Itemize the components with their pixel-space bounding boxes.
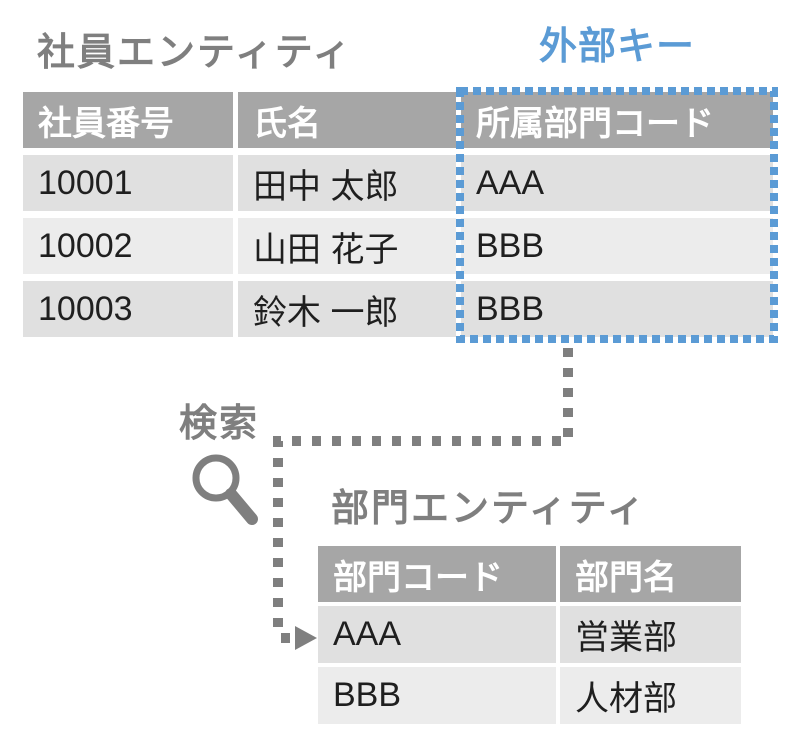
connector-arrowhead [295,626,317,650]
employee-deptcode-cell: BBB [461,218,773,274]
employee-name-cell: 山田 花子 [238,218,456,274]
employee-number-cell: 10001 [23,155,233,211]
employee-table-row: 10001 田中 太郎 AAA [23,155,773,211]
department-code-cell: AAA [318,606,556,663]
department-table-header-row: 部門コード 部門名 [318,546,741,602]
department-table-header-cell: 部門コード [318,546,556,602]
employee-number-cell: 10002 [23,218,233,274]
department-table: 部門コード 部門名 AAA 営業部 BBB 人材部 [318,546,741,728]
employee-name-cell: 田中 太郎 [238,155,456,211]
search-label: 検索 [179,403,260,445]
department-name-cell: 営業部 [560,606,741,663]
employee-deptcode-cell: AAA [461,155,773,211]
department-entity-title: 部門エンティティ [331,488,647,530]
department-table-row: BBB 人材部 [318,667,741,724]
department-code-cell: BBB [318,667,556,724]
employee-entity-title: 社員エンティティ [37,32,353,74]
employee-number-cell: 10003 [23,281,233,337]
employee-table-header-cell: 所属部門コード [461,92,773,148]
employee-deptcode-cell: BBB [461,281,773,337]
employee-table: 社員番号 氏名 所属部門コード 10001 田中 太郎 AAA 10002 山田… [23,92,773,344]
department-table-row: AAA 営業部 [318,606,741,663]
foreign-key-label: 外部キー [539,26,696,68]
department-table-header-cell: 部門名 [560,546,741,602]
department-name-cell: 人材部 [560,667,741,724]
employee-name-cell: 鈴木 一郎 [238,281,456,337]
employee-table-row: 10002 山田 花子 BBB [23,218,773,274]
search-icon [192,454,258,525]
employee-table-header-cell: 社員番号 [23,92,233,148]
employee-table-row: 10003 鈴木 一郎 BBB [23,281,773,337]
employee-table-header-cell: 氏名 [238,92,456,148]
employee-table-header-row: 社員番号 氏名 所属部門コード [23,92,773,148]
